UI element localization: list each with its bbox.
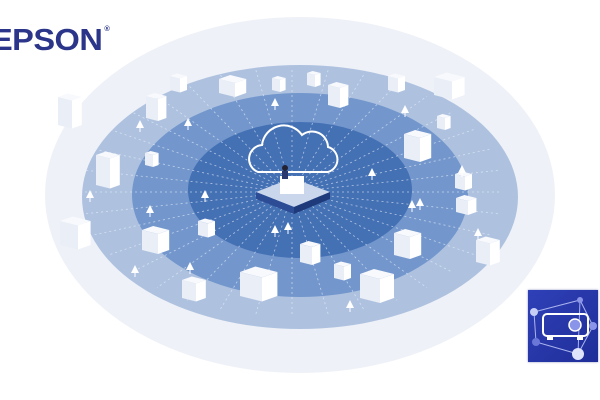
connection-line bbox=[291, 129, 474, 193]
tree-icon bbox=[184, 118, 192, 130]
projector-network-icon bbox=[528, 290, 598, 362]
building-icon bbox=[198, 218, 215, 238]
building-icon bbox=[328, 82, 349, 108]
building-icon bbox=[146, 93, 167, 121]
building-icon bbox=[307, 71, 321, 87]
connection-line bbox=[291, 191, 490, 236]
tree-icon bbox=[458, 165, 466, 177]
tree-icon bbox=[146, 205, 154, 217]
building-icon bbox=[58, 93, 82, 129]
building-icon bbox=[334, 261, 351, 281]
tree-icon bbox=[408, 200, 416, 212]
central-platform bbox=[256, 165, 330, 214]
tree-icon bbox=[131, 265, 139, 277]
tree-icon bbox=[271, 225, 279, 237]
tree-icon bbox=[186, 262, 194, 274]
building-icon bbox=[96, 151, 120, 189]
building-icon bbox=[142, 226, 170, 254]
connection-line bbox=[110, 129, 293, 193]
connection-line bbox=[291, 191, 474, 255]
building-icon bbox=[455, 171, 472, 191]
building-icon bbox=[360, 269, 394, 303]
cloud-icon bbox=[248, 124, 339, 173]
tree-icon bbox=[136, 120, 144, 132]
building-icon bbox=[388, 73, 405, 93]
building-icon bbox=[240, 266, 278, 302]
tree-icon bbox=[401, 105, 409, 117]
building-icon bbox=[272, 76, 286, 92]
tree-icon bbox=[284, 222, 292, 234]
tree-icon bbox=[346, 300, 354, 312]
epson-logo: EPSON® bbox=[0, 22, 110, 58]
registered-mark: ® bbox=[104, 26, 110, 33]
building-icon bbox=[437, 114, 451, 130]
tree-icon bbox=[416, 198, 424, 210]
logo-text: EPSON bbox=[0, 22, 103, 57]
connection-line bbox=[186, 83, 293, 193]
connection-line bbox=[94, 148, 293, 193]
tree-icon bbox=[86, 190, 94, 202]
connection-line bbox=[94, 191, 293, 236]
building-icon bbox=[476, 236, 500, 266]
tree-icon bbox=[271, 98, 279, 110]
connection-line bbox=[291, 148, 490, 193]
building-icon bbox=[300, 241, 321, 265]
buildings bbox=[58, 71, 500, 312]
connection-line bbox=[291, 83, 398, 193]
connection-line bbox=[291, 191, 329, 316]
building-icon bbox=[219, 75, 247, 97]
building-icon bbox=[394, 229, 422, 259]
building-icon bbox=[404, 130, 432, 162]
building-icon bbox=[145, 151, 159, 167]
building-icon bbox=[60, 216, 91, 250]
tree-icon bbox=[201, 190, 209, 202]
building-icon bbox=[182, 276, 206, 302]
tree-icon bbox=[474, 228, 482, 240]
tree-icon bbox=[368, 168, 376, 180]
building-icon bbox=[170, 73, 187, 93]
building-icon bbox=[456, 195, 477, 215]
building-icon bbox=[434, 72, 465, 100]
